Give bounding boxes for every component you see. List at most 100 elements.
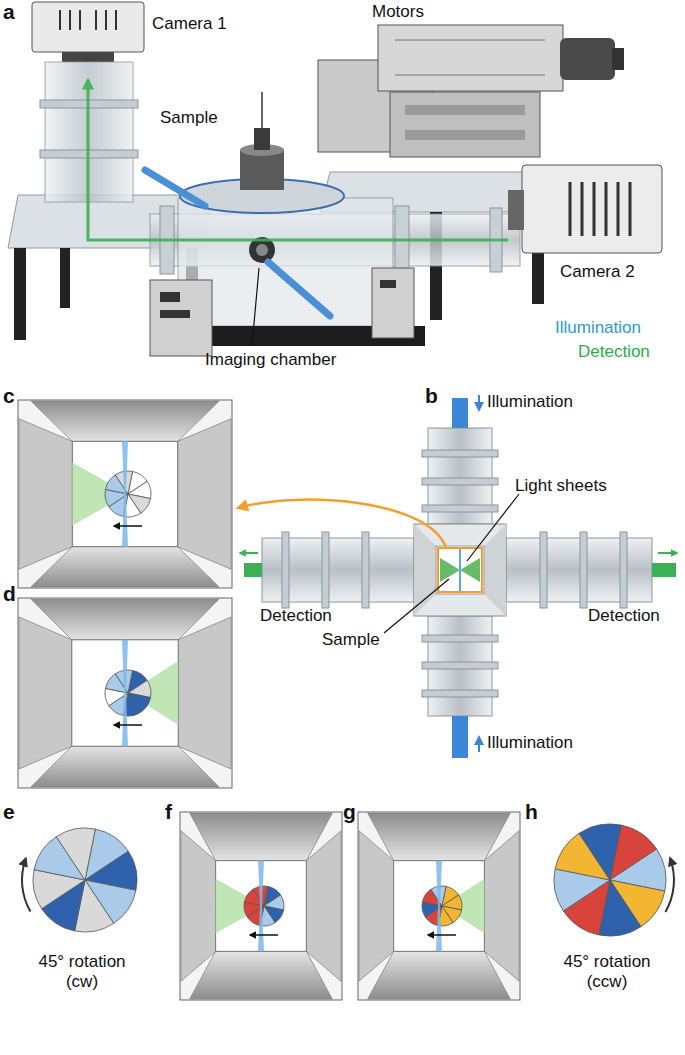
microscope-top-view xyxy=(362,532,369,608)
objective xyxy=(359,831,394,981)
leader-line xyxy=(467,494,519,561)
microscope-render xyxy=(60,10,116,30)
chamber-view xyxy=(18,598,232,788)
panel-letter: a xyxy=(3,0,15,24)
part-label: Sample xyxy=(322,630,380,650)
panel-letter: g xyxy=(343,800,356,824)
microscope-render xyxy=(395,75,545,76)
microscope-top-view xyxy=(484,524,506,616)
sample-wheels xyxy=(33,824,666,936)
microscope-top-view xyxy=(478,737,480,752)
objective xyxy=(31,401,219,441)
chamber-view xyxy=(18,400,232,588)
part-label: Imaging chamber xyxy=(205,350,336,370)
microscope-render xyxy=(105,10,107,30)
chamber xyxy=(394,861,485,952)
microscope-render xyxy=(160,292,180,302)
objective xyxy=(484,831,519,981)
microscope-render xyxy=(372,268,414,338)
objective xyxy=(31,746,219,787)
detection-cone xyxy=(72,462,128,525)
leader-line xyxy=(384,579,449,633)
objective xyxy=(181,831,216,981)
microscope-render xyxy=(405,105,525,115)
microscope-render xyxy=(79,10,81,30)
panel-letter: d xyxy=(3,582,16,606)
microscope-render xyxy=(88,80,508,240)
objective xyxy=(31,547,219,587)
microscope-render xyxy=(395,40,545,41)
chamber xyxy=(72,640,178,746)
scan-arrow xyxy=(428,934,456,936)
microscope-render xyxy=(14,248,26,340)
part-label: Motors xyxy=(372,2,424,22)
microscope-render xyxy=(261,92,263,128)
microscope-render xyxy=(593,182,596,236)
microscope-render xyxy=(145,170,205,206)
light-sheet xyxy=(436,861,442,952)
microscope-top-view xyxy=(452,716,468,758)
objective xyxy=(368,951,511,999)
microscope-render xyxy=(8,2,662,356)
panel-letter: c xyxy=(3,384,15,408)
microscope-top-view xyxy=(414,524,436,616)
microscope-render xyxy=(605,182,608,236)
objective xyxy=(19,419,72,569)
sample-wheel xyxy=(422,886,462,926)
microscope-render xyxy=(95,10,97,30)
objective xyxy=(368,813,511,861)
objective xyxy=(178,617,231,769)
microscope-top-view xyxy=(460,558,480,582)
detection-cone xyxy=(128,661,178,725)
objective xyxy=(190,813,333,861)
part-label: Illumination xyxy=(555,318,641,338)
light-sheet xyxy=(122,640,128,746)
microscope-top-view xyxy=(422,505,498,512)
microscope-render xyxy=(629,182,632,236)
microscope-top-view xyxy=(422,662,498,669)
light-sheet xyxy=(122,441,128,546)
microscope-render xyxy=(405,130,525,140)
sample-wheel xyxy=(33,828,137,932)
part-label: Sample xyxy=(160,108,218,128)
chamber xyxy=(216,861,307,952)
microscope-top-view xyxy=(620,532,627,608)
part-label: 45° rotation (ccw) xyxy=(553,952,661,991)
microscope-top-view xyxy=(506,538,652,602)
microscope-render xyxy=(254,128,270,150)
rotation-arrow xyxy=(665,858,674,912)
scan-arrow xyxy=(114,525,142,527)
microscope-render xyxy=(380,280,396,288)
microscope-render xyxy=(569,182,572,236)
panel-frame xyxy=(18,598,232,788)
microscope-top-view xyxy=(282,532,289,608)
sample-wheel xyxy=(244,886,284,926)
light-sheet xyxy=(258,861,264,952)
sample-wheel xyxy=(105,471,151,517)
microscope-top-view xyxy=(422,635,498,642)
panel-letter: e xyxy=(3,800,15,824)
panel-frame xyxy=(180,812,342,1000)
part-label: Light sheets xyxy=(515,476,607,496)
microscope-top-view xyxy=(440,558,460,582)
part-label: Detection xyxy=(260,606,332,626)
microscope-top-view xyxy=(240,552,258,554)
panel-letter: b xyxy=(425,384,438,408)
microscope-render xyxy=(115,10,117,30)
rotation-arrow xyxy=(22,859,30,912)
microscope-top-view xyxy=(322,532,329,608)
part-label: 45° rotation (cw) xyxy=(28,952,136,991)
microscope-top-view xyxy=(422,478,498,485)
microscope-render xyxy=(60,248,70,308)
part-label: Detection xyxy=(578,342,650,362)
microscope-top-view xyxy=(238,395,677,758)
scan-arrow xyxy=(114,724,142,726)
microscope-render xyxy=(150,280,212,356)
microscope-top-view xyxy=(436,546,484,594)
microscope-render xyxy=(508,190,524,230)
microscope-render xyxy=(69,10,71,30)
microscope-top-view xyxy=(459,548,461,592)
microscope-render xyxy=(378,25,563,91)
microscope-top-view xyxy=(438,548,482,592)
